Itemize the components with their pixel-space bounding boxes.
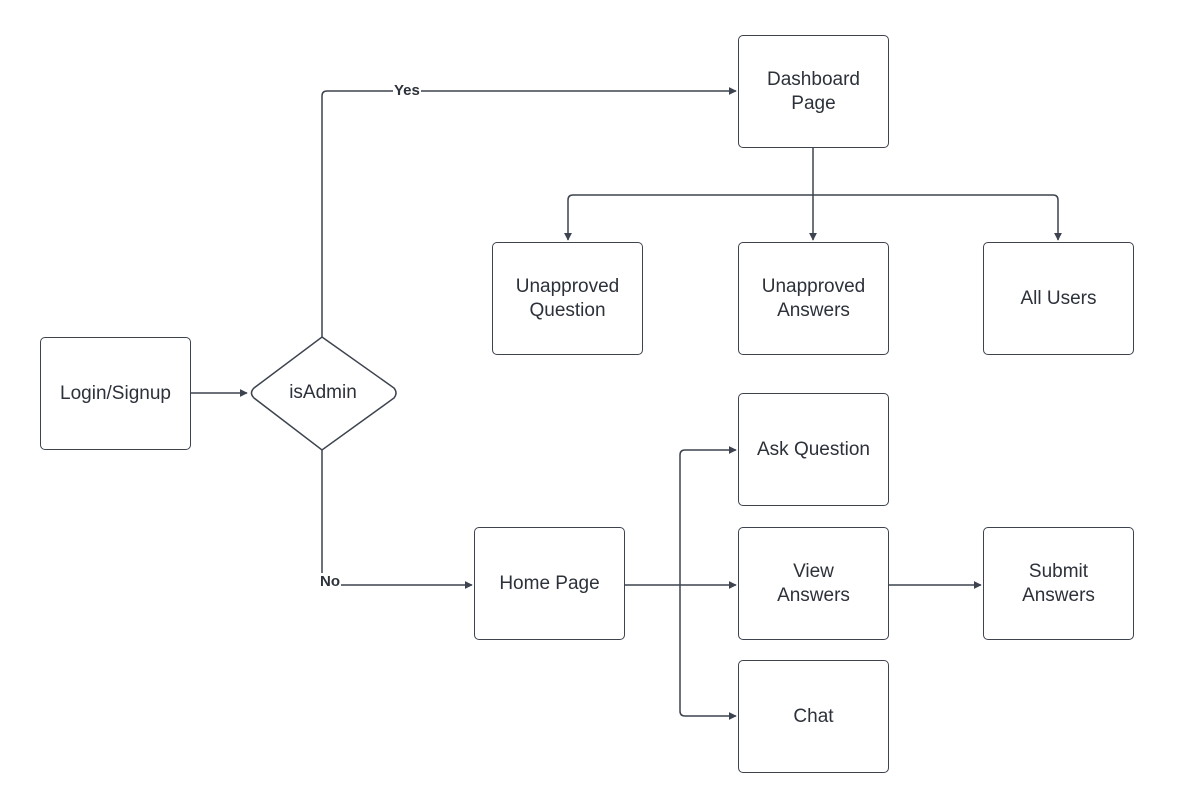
edge-home-to-chat — [679, 585, 737, 720]
all-users-label: All Users — [1020, 287, 1097, 309]
submit-answers-label: Submit Answers — [1022, 560, 1095, 606]
login-signup-node: Login/Signup — [40, 337, 191, 450]
edge-dashboard-to-unapproved-question — [564, 194, 813, 241]
isadmin-diamond — [250, 336, 397, 451]
isadmin-label: isAdmin — [289, 382, 357, 403]
ask-question-node: Ask Question — [738, 393, 889, 506]
unapproved-answers-node: Unapproved Answers — [738, 242, 889, 355]
yes-edge-label: Yes — [393, 82, 421, 100]
no-edge-label: No — [319, 573, 341, 591]
dashboard-page-node: Dashboard Page — [738, 35, 889, 148]
home-page-label: Home Page — [499, 572, 600, 594]
isadmin-decision-label: isAdmin — [260, 373, 386, 413]
ask-question-label: Ask Question — [757, 438, 870, 460]
view-answers-node: View Answers — [738, 527, 889, 640]
login-signup-label: Login/Signup — [60, 382, 171, 404]
submit-answers-node: Submit Answers — [983, 527, 1134, 640]
edge-isadmin-to-home — [321, 450, 473, 589]
unapproved-answers-label: Unapproved Answers — [761, 275, 866, 321]
all-users-node: All Users — [983, 242, 1134, 355]
chat-label: Chat — [793, 705, 834, 727]
edge-isadmin-to-dashboard — [321, 87, 737, 337]
edge-home-to-ask-question — [679, 446, 737, 585]
dashboard-page-label: Dashboard Page — [767, 68, 860, 114]
home-page-node: Home Page — [474, 527, 625, 640]
chat-node: Chat — [738, 660, 889, 773]
unapproved-question-node: Unapproved Question — [492, 242, 643, 355]
edge-dashboard-to-all-users — [813, 194, 1062, 241]
unapproved-question-label: Unapproved Question — [515, 275, 620, 321]
view-answers-label: View Answers — [777, 560, 850, 606]
